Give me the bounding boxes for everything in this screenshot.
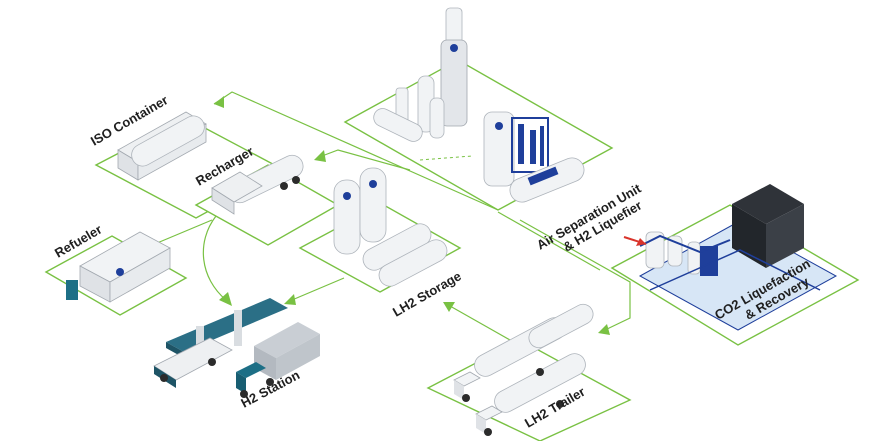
lh2-tank-skid — [509, 157, 585, 203]
refueler-equipment — [66, 231, 171, 303]
h2-station-equipment — [153, 298, 320, 398]
asu-equipment — [373, 7, 585, 203]
co2-equipment — [623, 184, 838, 331]
recharger-equipment — [211, 154, 304, 215]
liquefier-frame — [511, 117, 549, 173]
lh2-trailer-equipment — [453, 303, 594, 436]
lh2-storage-equipment — [333, 167, 448, 287]
iso-container-equipment — [117, 111, 207, 181]
label-asu: Air Separation Unit & H2 Liquefier — [534, 180, 644, 254]
